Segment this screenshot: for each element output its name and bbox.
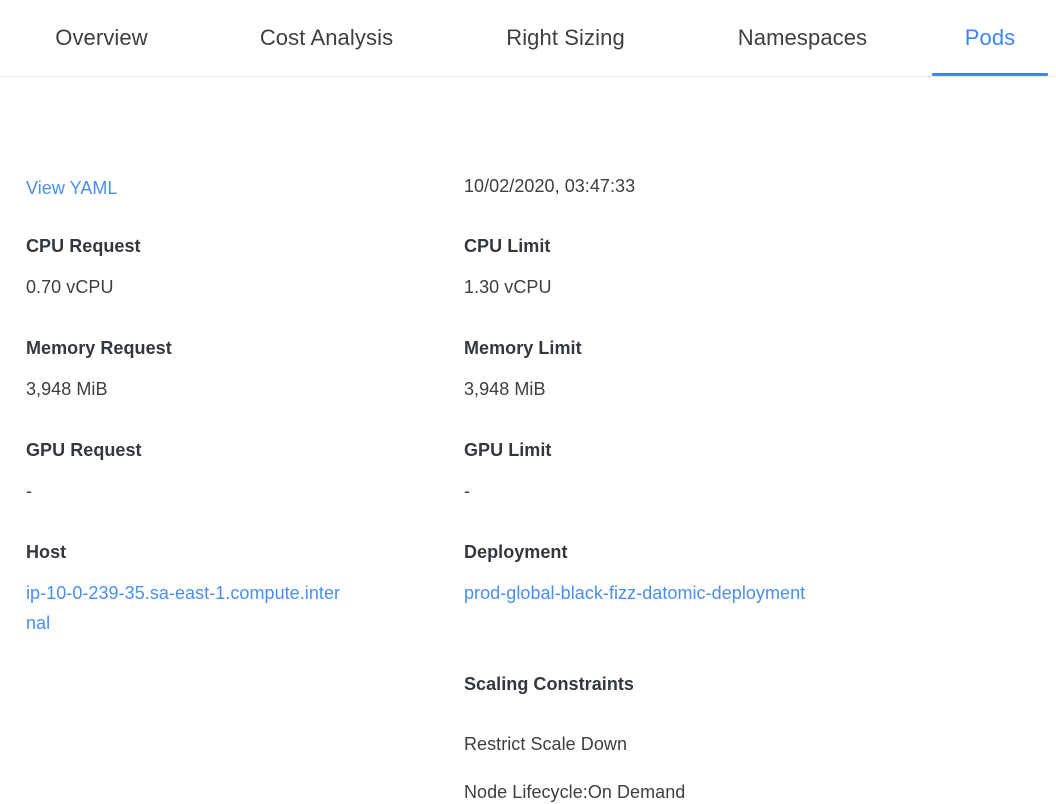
cpu-limit-label: CPU Limit	[464, 236, 551, 256]
memory-request-value: 3,948 MiB	[26, 379, 108, 399]
scaling-constraint-item: Restrict Scale Down	[464, 734, 628, 754]
tab-label: Namespaces	[737, 25, 868, 50]
memory-limit-label: Memory Limit	[464, 338, 582, 358]
scaling-constraints-label: Scaling Constraints	[464, 674, 634, 694]
tab-namespaces[interactable]: Namespaces	[681, 0, 924, 76]
tab-right-sizing[interactable]: Right Sizing	[450, 0, 681, 76]
tab-label: Overview	[55, 25, 148, 50]
scaling-constraint-item: Node Lifecycle:On Demand	[464, 782, 686, 802]
host-label: Host	[26, 542, 67, 562]
gpu-request-label: GPU Request	[26, 440, 142, 460]
memory-request-label: Memory Request	[26, 338, 172, 358]
cpu-request-label: CPU Request	[26, 236, 141, 256]
tab-label: Right Sizing	[506, 25, 625, 50]
gpu-limit-value: -	[464, 481, 471, 501]
pod-detail-panel: View YAML CPU Request 0.70 vCPU Memory R…	[0, 77, 1056, 802]
gpu-request-value: -	[26, 481, 33, 501]
tab-cost-analysis[interactable]: Cost Analysis	[203, 0, 450, 76]
cpu-limit-value: 1.30 vCPU	[464, 277, 552, 297]
view-yaml-link[interactable]: View YAML	[26, 178, 118, 198]
timestamp: 10/02/2020, 03:47:33	[464, 176, 636, 196]
memory-limit-value: 3,948 MiB	[464, 379, 546, 399]
tab-label: Cost Analysis	[259, 25, 394, 50]
deployment-label: Deployment	[464, 542, 568, 562]
tab-overview[interactable]: Overview	[0, 0, 203, 76]
host-link[interactable]: ip-10-0-239-35.sa-east-1.compute.interna…	[26, 583, 341, 633]
tab-active-indicator	[932, 73, 1048, 76]
gpu-limit-label: GPU Limit	[464, 440, 552, 460]
deployment-link[interactable]: prod-global-black-fizz-datomic-deploymen…	[464, 583, 806, 603]
tab-pods[interactable]: Pods	[924, 0, 1056, 76]
cpu-request-value: 0.70 vCPU	[26, 277, 114, 297]
tab-label: Pods	[964, 25, 1016, 50]
tab-bar: Overview Cost Analysis Right Sizing Name…	[0, 0, 1056, 77]
